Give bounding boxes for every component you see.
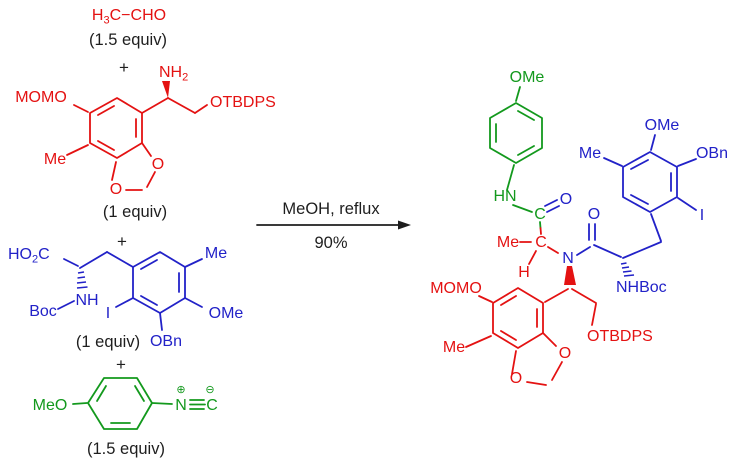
- amine-nh2-label: NH2: [159, 64, 188, 84]
- product-amide2-o-label: O: [588, 206, 600, 223]
- isocyanide-minus-charge: ⊖: [205, 384, 214, 396]
- acid-hashed-wedge: [76, 271, 88, 289]
- product-otbdps-label: OTBDPS: [587, 328, 653, 345]
- reactant-acid: HO2C Boc NH I Me OMe OBn: [8, 245, 243, 350]
- product-amide1-c-label: C: [534, 206, 546, 223]
- product-core-n-label: N: [562, 250, 574, 267]
- product-anisidine-fragment: OMe HN C: [489, 69, 546, 229]
- product-aryl-iodo-label: I: [700, 207, 704, 224]
- amine-otbdps-label: OTBDPS: [210, 94, 276, 111]
- acid-nh-label: NH: [75, 292, 98, 309]
- product-core-c-label: C: [535, 234, 547, 251]
- product-aminol-bonds: [465, 227, 597, 386]
- acid-boc-label: Boc: [29, 303, 57, 320]
- aldehyde-equiv: (1.5 equiv): [89, 31, 167, 49]
- acid-obn-label: OBn: [150, 333, 182, 350]
- acetaldehyde-label: H3C−CHO: [92, 7, 166, 27]
- product-amide1-o-label: O: [560, 191, 572, 208]
- product-dioxole-o2: O: [510, 370, 522, 387]
- product-anisidine-hn-label: HN: [493, 188, 516, 205]
- acid-equiv: (1 equiv): [76, 333, 140, 351]
- scheme-annotations: (1.5 equiv) + (1 equiv) + (1 equiv) + (1…: [76, 31, 411, 458]
- plus-sign-3: +: [116, 355, 126, 374]
- product-dioxole-o1: O: [559, 345, 571, 362]
- conditions-solvent: MeOH, reflux: [282, 200, 380, 218]
- product-aryl-obn-label: OBn: [696, 145, 728, 162]
- product-core-wedge-bond: [564, 266, 576, 285]
- acid-iodo-label: I: [106, 305, 110, 322]
- isocyanide-bonds: [72, 377, 206, 430]
- isocyanide-c-label: C: [206, 397, 218, 414]
- product-tyrosine-fragment: O N O NHBoc OMe Me OBn I: [544, 117, 728, 296]
- reactant-isocyanide: MeO N C ⊕ ⊖: [33, 377, 218, 430]
- amine-equiv: (1 equiv): [103, 203, 167, 221]
- isocyanide-meo-label: MeO: [33, 397, 68, 414]
- product-anisidine-bonds: [489, 86, 543, 229]
- amine-me-label: Me: [44, 151, 66, 168]
- product-aminol-fragment: Me C H MOMO Me O O OTBDPS: [430, 227, 653, 387]
- product-momo-label: MOMO: [430, 280, 482, 297]
- amine-bonds: [66, 97, 208, 191]
- amine-momo-label: MOMO: [15, 89, 67, 106]
- acid-ome-label: OMe: [209, 305, 244, 322]
- isocyanide-n-label: N: [175, 397, 187, 414]
- plus-sign-2: +: [117, 232, 127, 251]
- acid-me-label: Me: [205, 245, 227, 262]
- product-core-me-label: Me: [497, 234, 519, 251]
- reactant-amine: MOMO NH2 OTBDPS Me O O: [15, 64, 276, 198]
- amine-nh2-wedge-bond: [162, 81, 170, 98]
- plus-sign-1: +: [119, 58, 129, 77]
- reaction-arrow-head: [398, 220, 411, 230]
- product-aryl-ome-label: OMe: [645, 117, 680, 134]
- product-nhboc-hashed-wedge: [620, 262, 635, 277]
- acid-co2h-label: HO2C: [8, 246, 50, 266]
- amine-dioxole-o1: O: [152, 156, 164, 173]
- product-core-h-label: H: [518, 264, 530, 281]
- amine-dioxole-o2: O: [110, 181, 122, 198]
- product-tyrosine-bonds: [544, 134, 697, 259]
- isocyanide-plus-charge: ⊕: [176, 384, 185, 396]
- isocyanide-equiv: (1.5 equiv): [87, 440, 165, 458]
- acid-bonds: [57, 251, 203, 331]
- product-anisidine-ome-label: OMe: [510, 69, 545, 86]
- reactant-acetaldehyde: H3C−CHO: [92, 7, 166, 27]
- product-aminol-me-label: Me: [443, 339, 465, 356]
- conditions-yield: 90%: [314, 234, 347, 252]
- product-nhboc-label: NHBoc: [616, 279, 667, 296]
- product-aryl-me-label: Me: [579, 145, 601, 162]
